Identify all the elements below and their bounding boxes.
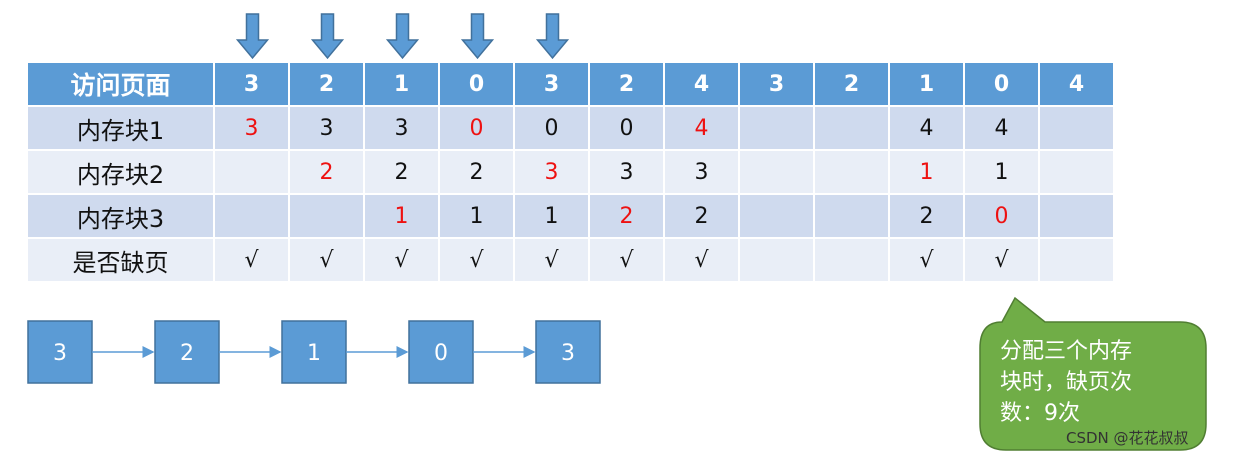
block-value-cell: 0 [440, 107, 515, 151]
chain-box [154, 320, 220, 384]
chain-box [281, 320, 347, 384]
header-page-5: 3 [515, 63, 590, 107]
block-value-cell [740, 107, 815, 151]
fault-mark-cell: √ [665, 239, 740, 283]
block-value-cell: 1 [965, 151, 1040, 195]
block-value-cell: 3 [365, 107, 440, 151]
fault-mark-cell [740, 239, 815, 283]
down-arrow-icon [385, 13, 420, 60]
block-value-cell: 2 [890, 195, 965, 239]
callout-line-2: 块时，缺页次 [1000, 370, 1133, 395]
chain-box [535, 320, 601, 384]
block-value-cell: 3 [515, 151, 590, 195]
chain-box [27, 320, 93, 384]
chain-box-label: 3 [561, 341, 575, 366]
block-value-cell [1040, 107, 1115, 151]
block-value-cell: 0 [965, 195, 1040, 239]
watermark: CSDN @花花叔叔 [1066, 429, 1189, 447]
block-value-cell: 2 [365, 151, 440, 195]
fault-mark-cell [1040, 239, 1115, 283]
chain-box-label: 0 [434, 341, 448, 366]
block-value-cell: 2 [665, 195, 740, 239]
chain-box [408, 320, 474, 384]
fault-mark-cell [815, 239, 890, 283]
block-value-cell: 1 [365, 195, 440, 239]
block-value-cell [1040, 151, 1115, 195]
block-value-cell [1040, 195, 1115, 239]
block-value-cell: 4 [965, 107, 1040, 151]
block-value-cell: 4 [890, 107, 965, 151]
row-label: 内存块2 [28, 151, 215, 195]
fault-mark-cell: √ [590, 239, 665, 283]
fault-mark-cell: √ [440, 239, 515, 283]
block-value-cell: 0 [590, 107, 665, 151]
block-value-cell [290, 195, 365, 239]
row-label: 是否缺页 [28, 239, 215, 283]
header-page-3: 1 [365, 63, 440, 107]
fault-mark-cell: √ [890, 239, 965, 283]
callout-text: 分配三个内存 块时，缺页次 数：9次 [1000, 336, 1200, 429]
header-page-1: 3 [215, 63, 290, 107]
block-value-cell [740, 151, 815, 195]
header-label: 访问页面 [28, 63, 215, 107]
chain-box-label: 2 [180, 341, 194, 366]
block-value-cell [815, 151, 890, 195]
fault-mark-cell: √ [965, 239, 1040, 283]
header-page-9: 2 [815, 63, 890, 107]
block-value-cell: 3 [215, 107, 290, 151]
block-value-cell: 1 [890, 151, 965, 195]
callout-line-1: 分配三个内存 [1000, 339, 1133, 364]
fault-mark-cell: √ [515, 239, 590, 283]
header-page-10: 1 [890, 63, 965, 107]
callout-line-3: 数：9次 [1000, 401, 1080, 426]
down-arrow-icon [535, 13, 570, 60]
down-arrow-icon [235, 13, 270, 60]
block-value-cell: 0 [515, 107, 590, 151]
page-fault-row: 是否缺页√√√√√√√√√ [28, 239, 1115, 283]
header-page-8: 3 [740, 63, 815, 107]
block-value-cell: 3 [290, 107, 365, 151]
chain-box-label: 3 [53, 341, 67, 366]
header-page-7: 4 [665, 63, 740, 107]
header-page-4: 0 [440, 63, 515, 107]
block-value-cell: 2 [290, 151, 365, 195]
down-arrow-icon [460, 13, 495, 60]
block-value-cell [815, 195, 890, 239]
block-value-cell: 3 [665, 151, 740, 195]
block-value-cell: 4 [665, 107, 740, 151]
header-page-2: 2 [290, 63, 365, 107]
fault-mark-cell: √ [215, 239, 290, 283]
down-arrow-icon [310, 13, 345, 60]
block-value-cell [215, 151, 290, 195]
header-page-12: 4 [1040, 63, 1115, 107]
row-label: 内存块3 [28, 195, 215, 239]
row-label: 内存块1 [28, 107, 215, 151]
block-value-cell: 2 [590, 195, 665, 239]
callout-shape [979, 296, 1207, 451]
block-value-cell [740, 195, 815, 239]
callout-bubble [979, 296, 1207, 451]
fault-mark-cell: √ [290, 239, 365, 283]
fault-mark-cell: √ [365, 239, 440, 283]
block-value-cell: 1 [440, 195, 515, 239]
block-value-cell: 1 [515, 195, 590, 239]
block-value-cell [215, 195, 290, 239]
chain-box-label: 1 [307, 341, 321, 366]
block-value-cell: 3 [590, 151, 665, 195]
block-value-cell: 2 [440, 151, 515, 195]
block-value-cell [815, 107, 890, 151]
pointer-arrows [235, 13, 570, 60]
header-page-11: 0 [965, 63, 1040, 107]
page-chain-diagram: 3 2 1 0 3 [27, 320, 601, 384]
header-page-6: 2 [590, 63, 665, 107]
